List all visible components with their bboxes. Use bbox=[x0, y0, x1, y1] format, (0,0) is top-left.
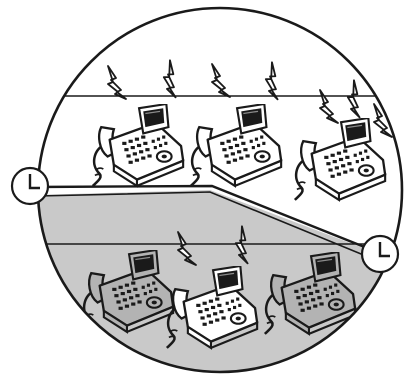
clock-icon bbox=[12, 168, 48, 204]
clock-icon bbox=[362, 236, 398, 272]
